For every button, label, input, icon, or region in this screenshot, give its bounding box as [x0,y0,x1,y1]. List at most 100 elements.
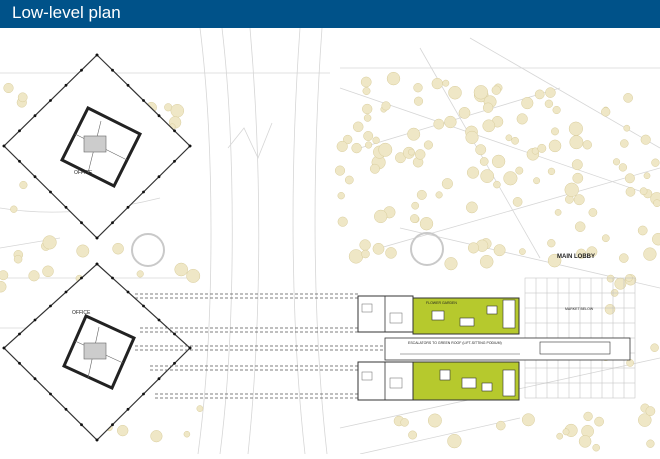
tree [459,107,470,118]
office-tower-top: OFFICE [4,55,190,238]
tree [382,102,391,111]
tree [516,167,523,174]
column-dot [96,263,99,266]
column-dot [80,277,83,280]
tree [605,304,615,314]
tree [646,407,655,416]
column-dot [127,84,130,87]
column-dot [111,423,114,426]
tree [365,142,372,149]
tree [517,114,528,125]
tree [593,444,600,451]
tree [504,172,518,186]
tree [448,434,462,448]
tree [647,440,655,448]
tree [352,143,362,153]
column-dot [96,439,99,442]
tree [494,245,505,256]
tree [535,90,544,99]
tree [0,271,8,280]
tree [408,149,414,155]
tree [20,181,28,189]
tree [171,104,184,117]
tree [551,128,558,135]
dashed-walkways [135,294,385,398]
tree [595,417,604,426]
tree [549,140,561,152]
column-dot [65,206,68,209]
column-dot [49,305,52,308]
tree [519,249,525,255]
tree [522,414,534,426]
roundabouts [132,233,443,266]
column-dot [34,377,37,380]
tree [4,83,14,93]
tree [374,210,387,223]
column-dot [34,114,37,117]
column-dot [142,191,145,194]
tree [601,108,610,117]
tree [624,93,633,102]
tree [538,144,546,152]
page-title: Low-level plan [12,3,121,23]
column-dot [49,99,52,102]
page-header: Low-level plan [0,0,660,28]
tree [553,106,561,114]
tree [565,183,579,197]
tree [414,97,423,106]
tree [483,103,493,113]
tree [373,137,380,144]
tree [476,145,486,155]
tree [187,269,200,282]
column-dot [189,145,192,148]
tree [137,271,144,278]
podium-upper: FLOWER GARDEN [358,296,519,334]
tree [545,100,553,108]
tree [432,78,443,89]
tree [151,430,163,442]
column-dot [111,69,114,72]
label-office-top: OFFICE [74,170,93,176]
tree [43,236,57,250]
tree [77,245,89,257]
tree [545,88,555,98]
label-escalators: ESCALATORS TO GREEN ROOF (LIFT-SITTING P… [408,341,502,345]
tree [467,167,479,179]
office-tower-bottom: OFFICE [4,264,190,440]
tree [615,278,626,289]
column-dot [3,145,6,148]
tree [338,192,345,199]
column-dot [18,129,21,132]
tree [387,72,400,85]
tree [362,104,372,114]
tree [480,157,488,165]
column-dot [127,206,130,209]
column-dot [158,377,161,380]
tree [43,266,54,277]
tree [620,140,628,148]
tree [602,235,609,242]
tree [424,141,433,150]
tree [0,281,6,292]
tree [337,141,348,152]
tree [445,257,458,270]
tree [511,137,518,144]
column-dot [111,277,114,280]
tree [574,195,584,205]
tree [492,86,501,95]
tree [563,429,569,435]
tree [644,173,650,179]
column-dot [49,393,52,396]
tree [362,250,370,258]
tree [638,226,647,235]
tree [364,131,373,140]
tree [468,243,479,254]
column-dot [142,99,145,102]
tree [555,209,561,215]
tree [445,116,457,128]
site-plan: OFFICE OFFICE [0,28,660,454]
tree [493,181,500,188]
site-plan-drawing: OFFICE OFFICE [0,28,660,454]
tree [443,80,449,86]
column-dot [142,393,145,396]
